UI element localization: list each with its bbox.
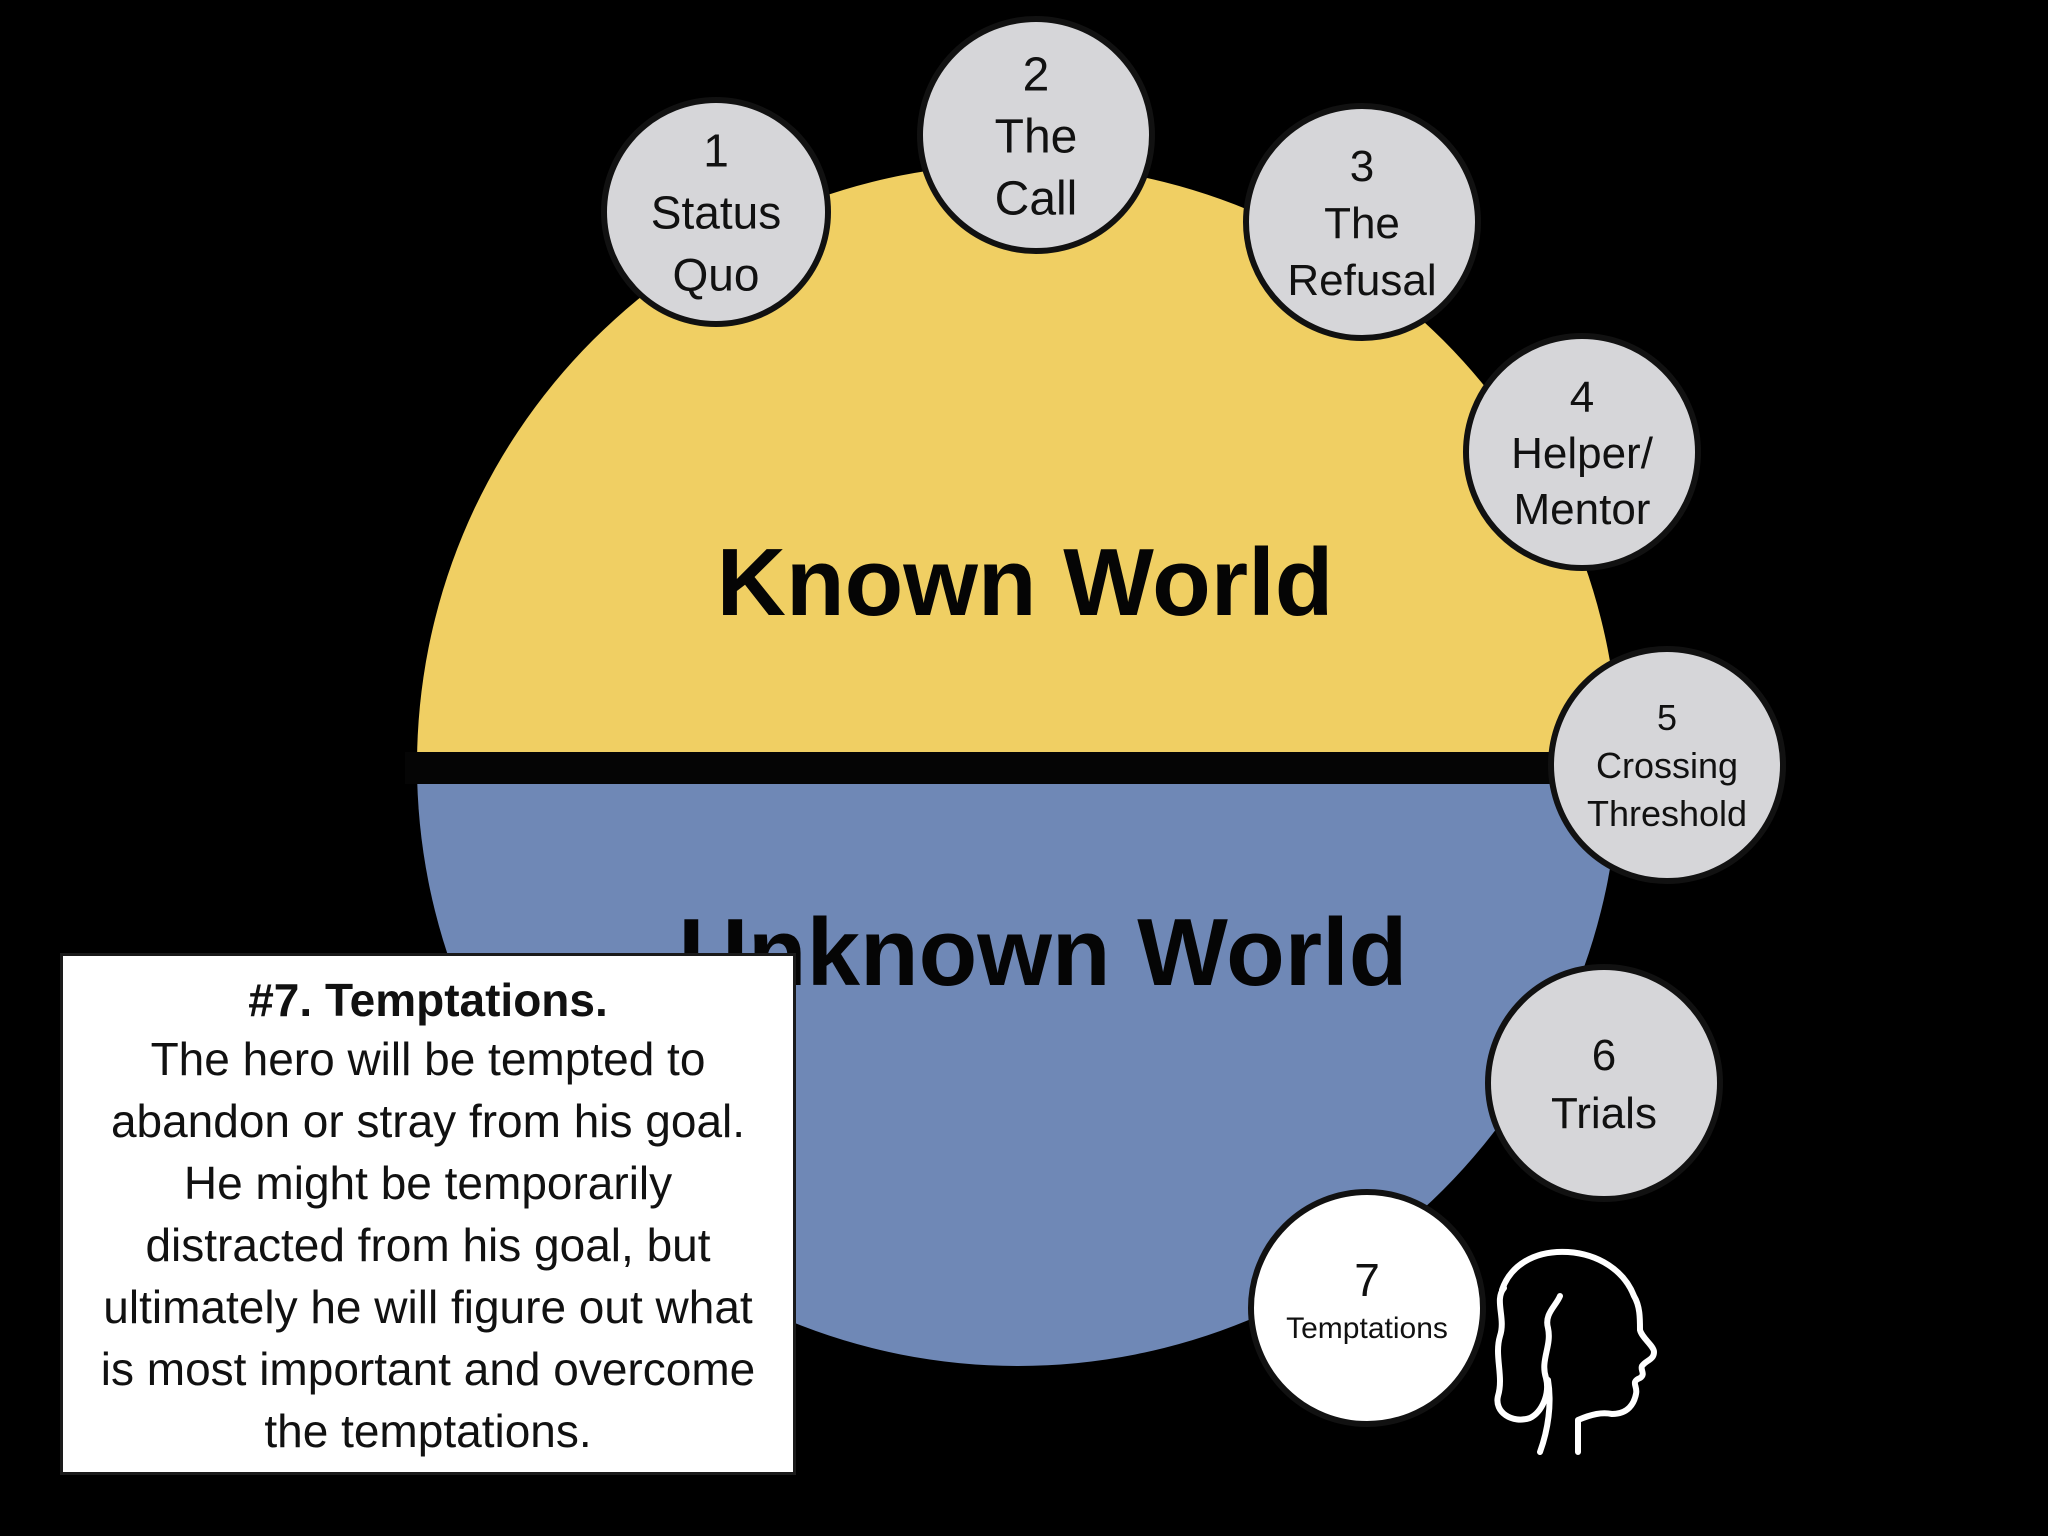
step-2-circle	[917, 16, 1155, 254]
step-6-label-line: Trials	[1551, 1089, 1657, 1138]
step-7-label: Temptations	[1286, 1312, 1448, 1345]
step-2-label-line: The	[995, 110, 1078, 163]
step-1-label-line: Quo	[673, 249, 760, 301]
step-description-body: The hero will be tempted to abandon or s…	[100, 1033, 756, 1457]
step-description-card: #7. Temptations. The hero will be tempte…	[60, 953, 796, 1475]
female-head-profile-icon	[1494, 1248, 1657, 1455]
step-4-circle	[1463, 333, 1701, 571]
step-4-number: 4	[1570, 373, 1594, 422]
step-circles: 1StatusQuo2TheCall3TheRefusal4Helper/Men…	[601, 16, 1786, 1427]
step-5-number: 5	[1657, 697, 1677, 738]
step-6-circle	[1485, 964, 1723, 1202]
step-2-number: 2	[1023, 48, 1050, 101]
step-description-title: #7. Temptations.	[248, 974, 608, 1026]
step-5-label-line: Threshold	[1587, 793, 1747, 834]
step-7-number: 7	[1354, 1254, 1380, 1306]
step-6-number: 6	[1592, 1031, 1616, 1080]
step-1-label-line: Status	[651, 187, 781, 239]
step-3-number: 3	[1350, 142, 1374, 191]
step-2-label-line: Call	[995, 172, 1078, 225]
step-7-circle	[1248, 1189, 1486, 1427]
step-4-label-line: Helper/	[1511, 429, 1654, 478]
world-divider	[405, 752, 1635, 784]
step-5-circle	[1548, 646, 1786, 884]
step-3-circle	[1243, 103, 1481, 341]
step-5-label-line: Crossing	[1596, 745, 1738, 786]
step-1-number: 1	[703, 125, 729, 177]
step-3-label-line: Refusal	[1287, 256, 1436, 305]
unknown-world-label: Unknown World	[679, 899, 1408, 1006]
known-world-label: Known World	[717, 529, 1334, 636]
step-1-circle	[601, 97, 831, 327]
step-4-label-line: Mentor	[1514, 485, 1651, 534]
step-3-label-line: The	[1324, 199, 1400, 248]
